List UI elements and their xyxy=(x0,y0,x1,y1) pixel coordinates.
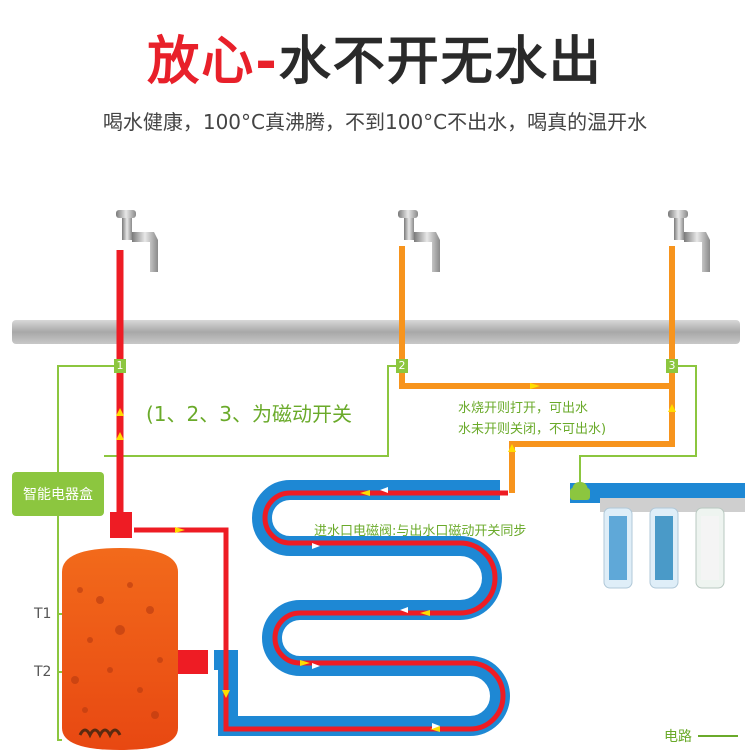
headline: 放心-水不开无水出 xyxy=(0,30,750,94)
subtitle: 喝水健康，100°C真沸腾，不到100°C不出水，喝真的温开水 xyxy=(102,110,648,134)
boiler-tank-icon xyxy=(62,548,208,750)
faucet-icon xyxy=(668,210,710,272)
flow-arrows xyxy=(116,383,676,732)
hot-water-coil xyxy=(134,490,508,732)
legend: 电路 xyxy=(664,726,738,746)
faucet-icon xyxy=(116,210,158,272)
headline-accent: 放心- xyxy=(147,32,279,92)
cold-flow-arrows xyxy=(312,487,528,729)
magnetic-switch-2: 2 xyxy=(396,359,408,373)
magnetic-switch-1: 1 xyxy=(114,359,126,373)
magnetic-switch-3: 3 xyxy=(666,359,678,373)
sensor-t1: T1 xyxy=(34,606,52,622)
water-filter-unit xyxy=(600,498,745,589)
valve-note: 进水口电磁阀:与出水口磁动开关同步 xyxy=(314,524,527,539)
legend-circuit-line xyxy=(698,735,738,737)
condition-closed: 水未开则关闭，不可出水) xyxy=(458,422,607,437)
smart-controller-box: 智能电器盒 xyxy=(12,472,104,516)
condition-open: 水烧开则打开，可出水 xyxy=(458,401,589,416)
magnetic-switch-note: (1、2、3、为磁动开关 xyxy=(146,402,352,426)
faucet-icon xyxy=(398,210,440,272)
support-pipe xyxy=(12,320,740,344)
legend-circuit-label: 电路 xyxy=(664,729,692,745)
cold-water-pipe xyxy=(214,480,745,736)
sensor-t2: T2 xyxy=(34,664,52,680)
tee-fitting xyxy=(110,512,132,538)
solenoid-valve-icon xyxy=(570,482,590,500)
headline-main: 水不开无水出 xyxy=(278,32,603,92)
